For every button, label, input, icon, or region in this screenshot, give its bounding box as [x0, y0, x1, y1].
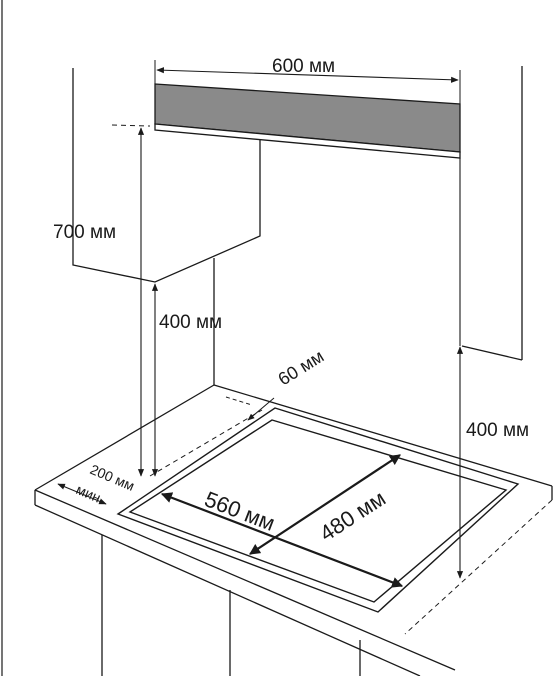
left-wall-cabinet [72, 68, 261, 385]
countertop [34, 384, 553, 676]
right-wall-cabinet [461, 66, 523, 361]
cabinet-clearance-left-label: 400 мм [159, 312, 222, 333]
range-hood [154, 83, 461, 159]
rear-gap-label: 60 мм [275, 346, 328, 389]
hood-height-label: 700 мм [53, 222, 116, 243]
hood-width-label: 600 мм [272, 56, 335, 77]
cutout-width-label: 560 мм [201, 486, 278, 536]
rear-gap-dimension [225, 396, 275, 421]
side-min-dimension [57, 483, 107, 505]
hood-width-dimension [154, 60, 461, 104]
hob-frame [116, 407, 520, 613]
hood-height-dimension [111, 124, 151, 477]
base-cabinet-outline [149, 409, 553, 635]
cabinet-clearance-right-label: 400 мм [466, 420, 529, 441]
side-min-word-label: мин [74, 481, 103, 506]
cutout-depth-arrow [249, 454, 401, 555]
cutout-depth-label: 480 мм [315, 485, 390, 546]
